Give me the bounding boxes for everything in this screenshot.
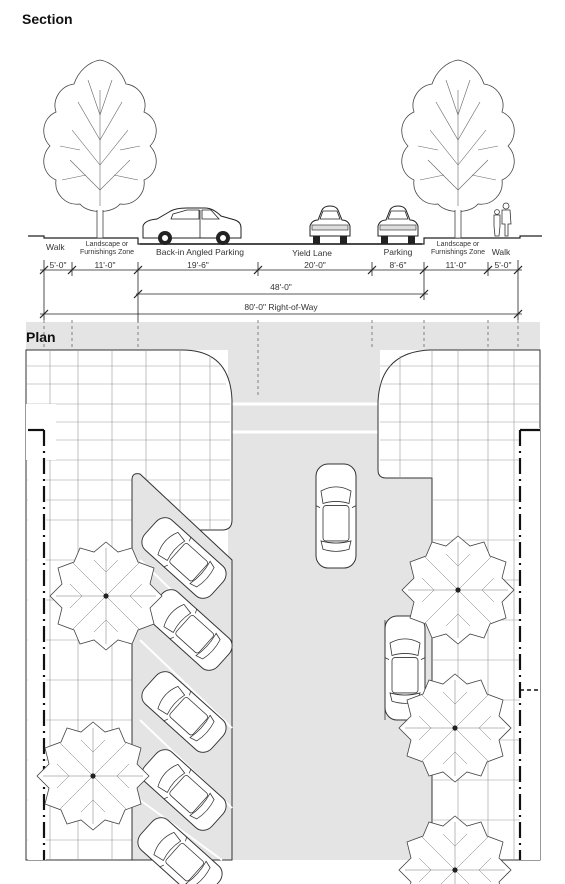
zone-label-landscape-right-1: Landscape or <box>437 241 480 248</box>
alignment-lines <box>43 320 519 396</box>
plan-view: Plan <box>25 320 541 884</box>
dimension-walk-right: 5'-0" <box>495 260 512 270</box>
zone-label-landscape-right-2: Furnishings Zone <box>431 249 485 256</box>
zone-label-walk-left: Walk <box>46 242 65 252</box>
section-title: Section <box>22 11 73 27</box>
dimension-curb-to-curb: 48'-0" <box>270 282 292 292</box>
car-side-elevation <box>142 207 242 246</box>
plan-title: Plan <box>26 329 56 345</box>
dimension-yield-lane: 20'-0" <box>304 260 326 270</box>
zone-label-parking: Parking <box>384 247 413 257</box>
zone-label-landscape-left-2: Furnishings Zone <box>80 249 134 256</box>
dimension-landscape-left: 11'-0" <box>94 260 115 270</box>
cross-street <box>26 322 540 350</box>
dimension-landscape-right: 11'-0" <box>445 260 466 270</box>
car-rear-elevation-parking <box>377 205 419 245</box>
ground-line <box>28 235 542 245</box>
roadway <box>228 350 432 860</box>
dimension-right-of-way: 80'-0" Right-of-Way <box>244 302 318 312</box>
zone-label-landscape-left-1: Landscape or <box>86 241 129 248</box>
zone-label-back-in-parking: Back-in Angled Parking <box>156 247 244 257</box>
tree-elevation-left <box>43 59 157 239</box>
zone-label-walk-right: Walk <box>492 247 511 257</box>
dimension-back-in-parking: 19'-6" <box>187 260 209 270</box>
pedestrian-icon <box>493 202 512 237</box>
zone-label-yield-lane: Yield Lane <box>292 248 332 258</box>
car-rear-elevation-yield <box>309 205 351 245</box>
dimension-walk-left: 5'-0" <box>50 260 67 270</box>
car-yield-lane <box>315 463 357 569</box>
section-view: Section Walk Landscape or Furnishings Zo… <box>22 11 542 326</box>
dimension-parking: 8'-6" <box>390 260 407 270</box>
parking-stall-lines <box>139 559 233 861</box>
